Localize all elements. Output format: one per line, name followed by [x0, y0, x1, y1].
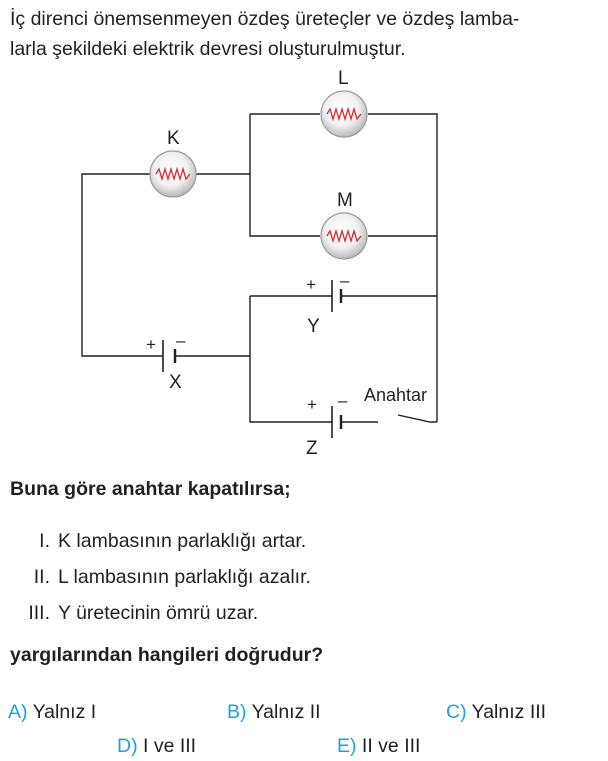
cell-y-plus: +	[306, 275, 316, 294]
cell-z-plus: +	[307, 395, 317, 414]
option-e-letter: E)	[337, 735, 357, 757]
option-c-letter: C)	[446, 701, 467, 723]
cell-x-icon	[162, 340, 177, 372]
cell-z-minus: –	[338, 391, 348, 410]
statement-3-number: III.	[28, 602, 50, 624]
lamp-k-icon	[149, 150, 197, 198]
circuit-diagram: L K M + – Y + – X + – Z Anahtar	[81, 68, 438, 459]
cell-y-icon	[331, 280, 343, 312]
cell-x-plus: +	[146, 335, 156, 354]
option-e[interactable]: E) II ve III	[337, 735, 420, 758]
option-b-letter: B)	[227, 701, 247, 723]
option-b[interactable]: B) Yalnız II	[227, 701, 321, 724]
lamp-l-label: L	[338, 68, 349, 89]
cell-x-label: X	[169, 372, 182, 393]
cell-z-icon	[331, 406, 343, 438]
cell-x-minus: –	[176, 331, 186, 350]
option-e-text: II ve III	[361, 735, 421, 757]
statement-3-text: Y üretecinin ömrü uzar.	[58, 602, 259, 624]
question-prompt: Buna göre anahtar kapatılırsa;	[10, 478, 291, 500]
statement-2-number: II.	[33, 566, 50, 588]
statement-1-number: I.	[39, 530, 50, 552]
statement-1-text: K lambasının parlaklığı artar.	[58, 530, 307, 552]
cell-y-minus: –	[340, 271, 350, 290]
option-c[interactable]: C) Yalnız III	[446, 701, 546, 724]
cell-y-label: Y	[307, 316, 320, 337]
intro-line-1: İç direnci önemsenmeyen özdeş üreteçler …	[10, 8, 520, 30]
lamp-m-label: M	[337, 190, 353, 211]
option-a-text: Yalnız I	[32, 701, 97, 723]
lamp-m-icon	[320, 212, 368, 260]
option-a[interactable]: A) Yalnız I	[8, 701, 96, 724]
intro-line-2: larla şekildeki elektrik devresi oluştur…	[10, 38, 406, 60]
lamp-l-icon	[320, 90, 368, 138]
option-d-letter: D)	[117, 735, 138, 757]
option-b-text: Yalnız II	[251, 701, 321, 723]
option-a-letter: A)	[8, 701, 28, 723]
cell-z-label: Z	[306, 438, 318, 459]
question-intro: İç direnci önemsenmeyen özdeş üreteçler …	[10, 4, 606, 64]
option-c-text: Yalnız III	[471, 701, 547, 723]
option-d-text: I ve III	[143, 735, 197, 757]
option-d[interactable]: D) I ve III	[117, 735, 196, 758]
question-closing: yargılarından hangileri doğrudur?	[10, 644, 324, 666]
circuit-wires	[81, 113, 438, 423]
switch-label: Anahtar	[364, 385, 427, 405]
statement-2-text: L lambasının parlaklığı azalır.	[58, 566, 311, 588]
lamp-k-label: K	[167, 128, 180, 149]
